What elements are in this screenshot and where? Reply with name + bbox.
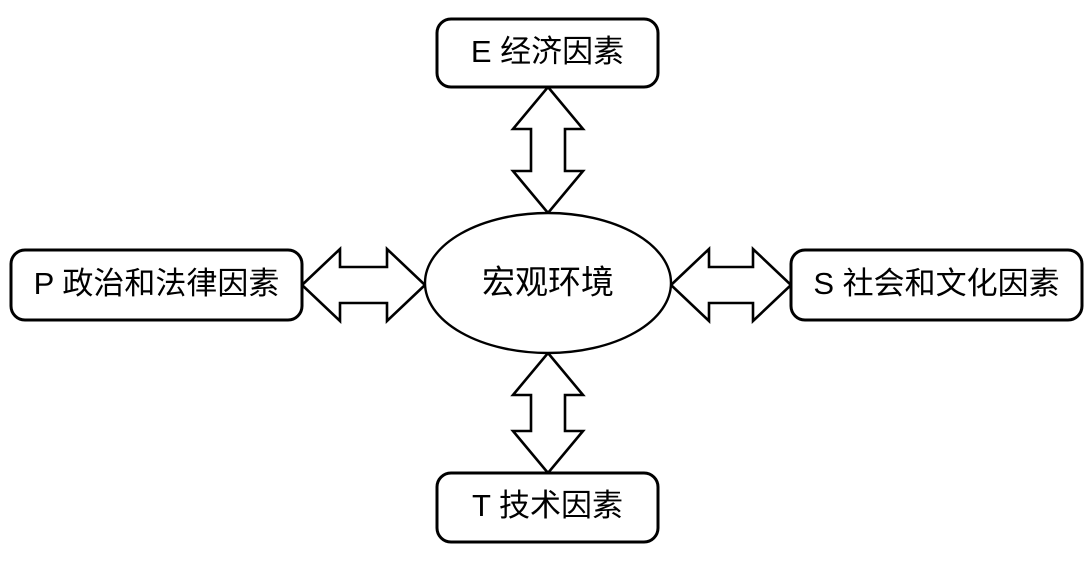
node-technological[interactable]: T 技术因素 xyxy=(435,471,660,544)
node-economic-box[interactable] xyxy=(435,17,660,89)
node-social-cultural[interactable]: S 社会和文化因素 xyxy=(789,248,1084,322)
double-headed-arrow-vertical-bottom xyxy=(510,350,586,476)
node-social-cultural-label: S 社会和文化因素 xyxy=(813,266,1059,301)
connector-bottom-arrow xyxy=(510,350,586,476)
node-political-legal[interactable]: P 政治和法律因素 xyxy=(9,248,304,322)
node-political-legal-box[interactable] xyxy=(9,248,304,322)
double-headed-arrow-horizontal-right xyxy=(669,245,793,325)
connector-top-arrow xyxy=(510,84,586,216)
node-technological-label: T 技术因素 xyxy=(472,488,623,523)
node-social-cultural-box[interactable] xyxy=(789,248,1084,322)
node-center-macro-environment[interactable]: 宏观环境 xyxy=(423,211,673,355)
connector-left-arrow xyxy=(300,245,427,325)
node-center-label: 宏观环境 xyxy=(482,264,614,301)
node-economic-label: E 经济因素 xyxy=(471,34,624,69)
node-technological-box[interactable] xyxy=(435,471,660,544)
node-center-ellipse[interactable] xyxy=(423,211,673,355)
node-economic[interactable]: E 经济因素 xyxy=(435,17,660,89)
node-political-legal-label: P 政治和法律因素 xyxy=(34,266,280,301)
double-headed-arrow-horizontal-left xyxy=(300,245,427,325)
connector-right-arrow xyxy=(669,245,793,325)
double-headed-arrow-vertical-top xyxy=(510,84,586,216)
